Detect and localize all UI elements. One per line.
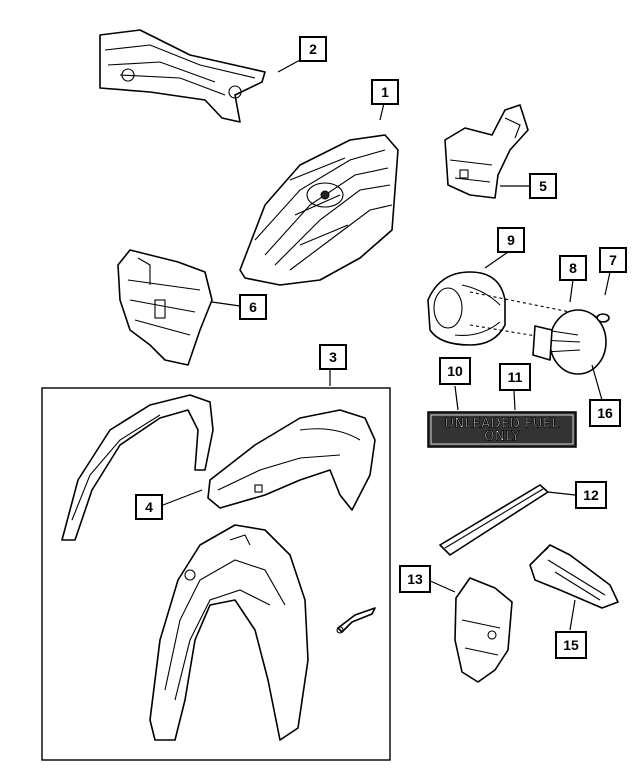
- decal-line-1: UNLEADED FUEL: [445, 417, 560, 432]
- part-3-wheelhouse-panel: [207, 409, 376, 511]
- part-12-sill-strip: [439, 484, 549, 556]
- decal-line-2: ONLY: [484, 430, 519, 445]
- svg-text:7: 7: [609, 252, 617, 268]
- leader-lines: [162, 59, 611, 631]
- svg-text:8: 8: [569, 260, 577, 276]
- callout-6: 6: [239, 294, 267, 320]
- callout-8: 8: [559, 255, 587, 281]
- callout-16: 16: [589, 399, 621, 427]
- callout-12: 12: [575, 481, 607, 509]
- part-8-fuel-door: [532, 309, 607, 375]
- svg-text:12: 12: [583, 487, 599, 503]
- callout-7: 7: [599, 247, 627, 273]
- callout-15: 15: [555, 631, 587, 659]
- callout-10: 10: [439, 357, 471, 385]
- svg-text:5: 5: [539, 178, 547, 194]
- callout-9: 9: [497, 227, 525, 253]
- svg-text:11: 11: [508, 369, 523, 385]
- svg-text:1: 1: [381, 84, 389, 100]
- callout-3: 3: [319, 344, 347, 370]
- part-13-bracket: [454, 577, 513, 683]
- callout-5: 5: [529, 173, 557, 199]
- part-6-inner-bracket: [117, 249, 213, 366]
- part-1-floor-pan: [239, 134, 399, 286]
- callout-2: 2: [299, 36, 327, 62]
- svg-text:4: 4: [145, 499, 153, 515]
- svg-text:15: 15: [563, 637, 579, 653]
- part-5-bracket: [444, 104, 529, 199]
- svg-text:2: 2: [309, 41, 317, 57]
- svg-text:16: 16: [597, 405, 613, 421]
- part-3-inner-wheelhouse: [149, 524, 309, 741]
- callout-1: 1: [371, 79, 399, 105]
- callout-13: 13: [399, 565, 431, 593]
- svg-text:9: 9: [507, 232, 515, 248]
- svg-text:13: 13: [407, 571, 423, 587]
- part-15-step-bracket: [529, 544, 619, 609]
- assembly-frame: [41, 387, 391, 761]
- svg-text:6: 6: [249, 299, 257, 315]
- part-clip: [336, 607, 376, 634]
- part-11-unleaded-fuel-decal: UNLEADED FUEL ONLY: [427, 411, 577, 448]
- part-9-filler-housing: [427, 271, 506, 346]
- svg-text:3: 3: [329, 349, 337, 365]
- callout-4: 4: [135, 494, 163, 520]
- callout-11: 11: [499, 363, 531, 391]
- part-4-wheelhouse-outer: [61, 394, 214, 541]
- svg-text:10: 10: [447, 363, 463, 379]
- part-2-rail-extension: [99, 29, 266, 123]
